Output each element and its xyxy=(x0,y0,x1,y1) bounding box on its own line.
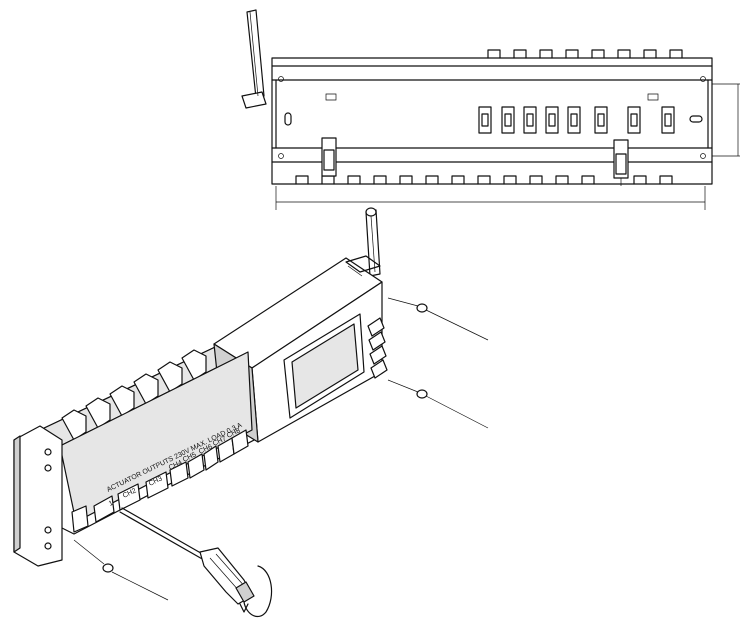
rotation-arrow xyxy=(239,565,273,617)
display-screen xyxy=(283,313,365,419)
top-view-antenna xyxy=(241,9,267,109)
screwdriver xyxy=(119,507,255,605)
device-antenna xyxy=(365,207,381,277)
terminal-block xyxy=(231,429,249,455)
terminal-block xyxy=(117,483,141,511)
top-view xyxy=(241,9,740,210)
terminal-block xyxy=(145,471,169,499)
keypad-button xyxy=(369,345,387,365)
perspective-view: ACTUATOR OUTPUTS 230V MAX. LOAD 0.3 A 1 … xyxy=(13,207,489,617)
dimension-lines xyxy=(275,83,740,210)
terminal-block xyxy=(187,453,205,479)
terminal-block xyxy=(169,461,189,487)
channel-label-1: 1 xyxy=(108,500,115,508)
mounting-screws xyxy=(73,297,489,601)
top-view-housing xyxy=(271,57,713,185)
keypad-button xyxy=(367,317,385,337)
top-view-connectors xyxy=(478,106,675,134)
terminal-strip xyxy=(59,351,253,523)
keypad-button xyxy=(368,331,386,351)
mounting-screw-upper xyxy=(387,297,489,341)
keypad xyxy=(367,317,388,379)
keypad-button xyxy=(370,359,388,379)
terminal-blocks xyxy=(93,429,249,523)
end-plate xyxy=(13,425,63,567)
terminal-block xyxy=(93,495,115,523)
mounting-screw-lower xyxy=(73,539,169,601)
terminal-block xyxy=(203,445,219,471)
mounting-screw-middle xyxy=(387,379,489,429)
